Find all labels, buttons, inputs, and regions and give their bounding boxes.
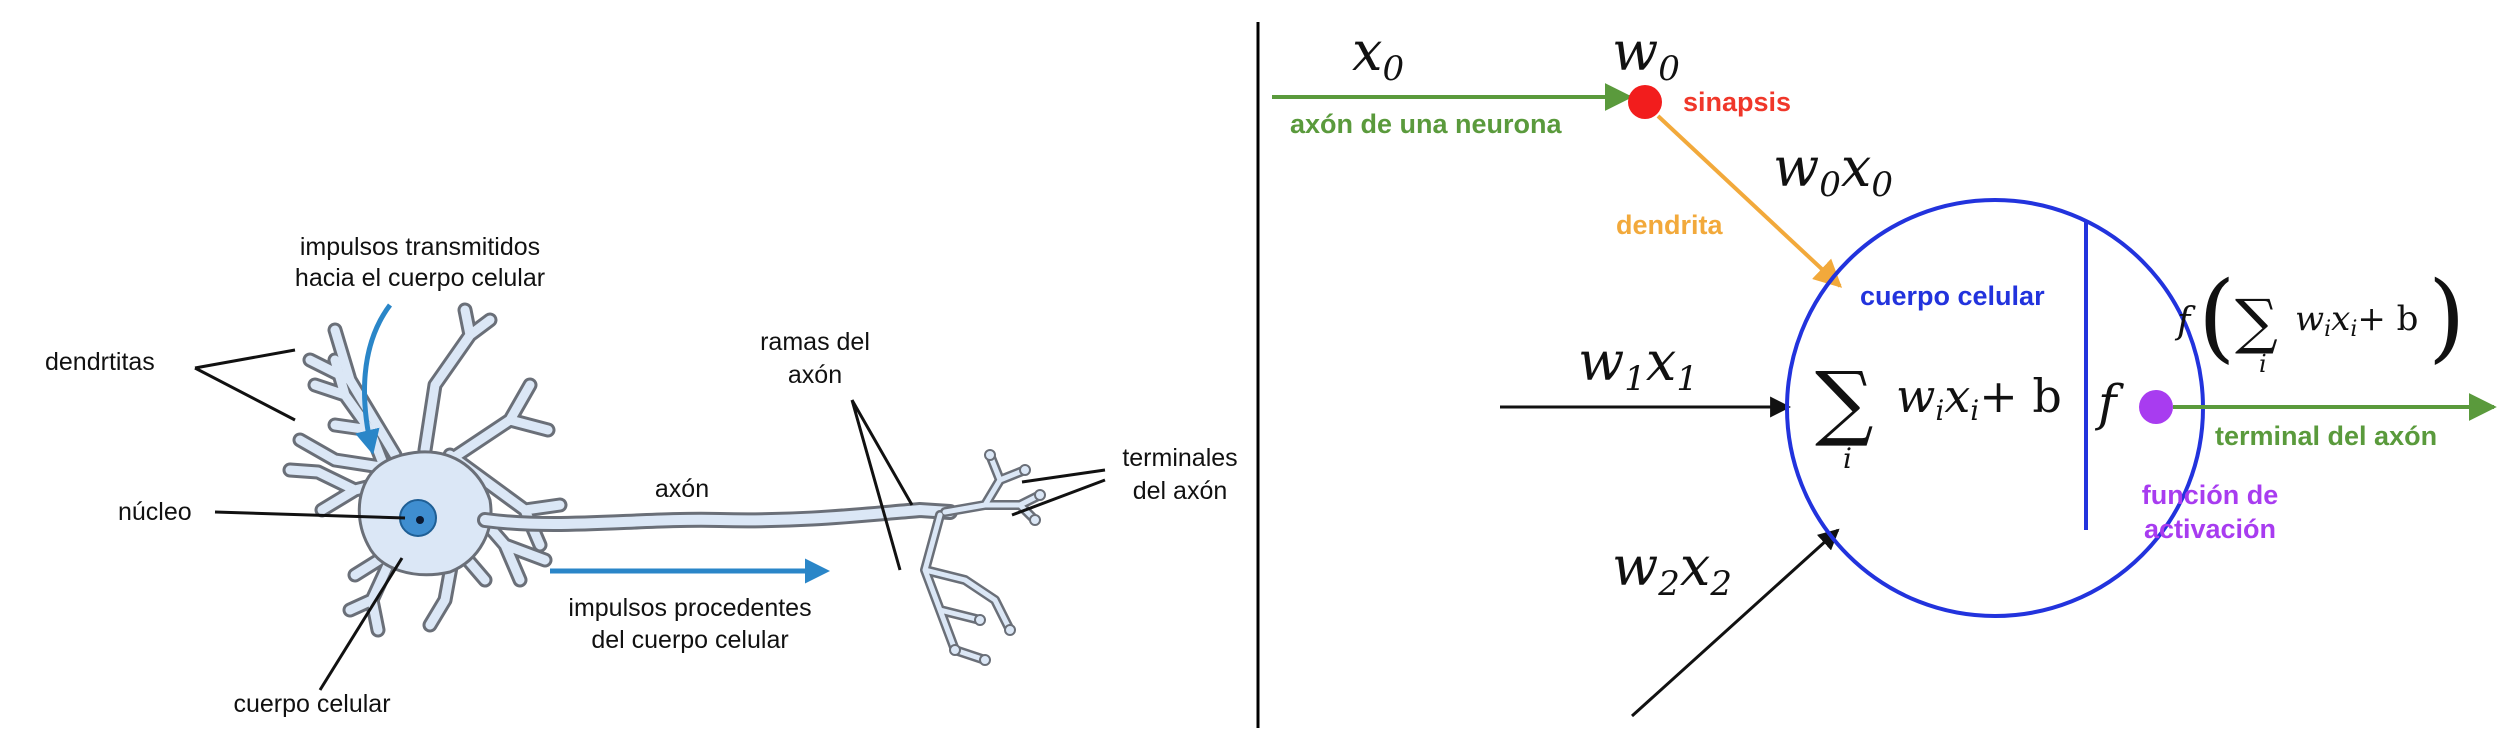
incoming-impulse-arrow [355,303,393,455]
terminal-axon-label: terminal del axón [2215,421,2437,451]
incoming-impulse-label-line2: hacia el cuerpo celular [295,264,545,292]
outgoing-impulse-label-line2: del cuerpo celular [591,626,788,654]
dendrite-label: dendrita [1616,210,1723,240]
dendrite-branches [282,302,568,638]
sum-index: i [1843,442,1852,475]
svg-text:∑: ∑ [2235,287,2278,357]
output-term: wixi+ b [2295,299,2418,342]
cell-body-label: cuerpo celular [1860,281,2045,311]
output-formula: f ( ∑ i wixi+ b ) [2174,261,2465,378]
x0-symbol: x0 [1352,20,1404,89]
w0x0-term: w0x0 [1773,136,1893,205]
synapse-label: sinapsis [1683,87,1791,117]
axon-branches-label-line2: axón [788,361,842,389]
synapse-dot [1628,85,1662,119]
svg-text:f: f [2174,301,2196,342]
activation-f-symbol: f [2094,374,2124,432]
svg-text:i: i [2259,350,2267,378]
axon-terminals-label-line2: del axón [1133,477,1228,505]
incoming-impulse-label-line1: impulsos transmitidos [300,233,540,261]
sum-symbol: ∑ [1815,355,1874,450]
nucleus-label: núcleo [118,498,192,526]
outgoing-impulse-label-line1: impulsos procedentes [568,594,811,622]
biological-neuron: dendrtitas impulsos transmitidos hacia e… [45,233,1238,718]
pointer-lines [194,348,1106,691]
axon-branches-label-line1: ramas del [760,328,870,356]
dendrite-arrow [1656,114,1843,288]
svg-text:(: ( [2198,261,2235,373]
dendrites-label: dendrtitas [45,348,155,376]
nucleolus [416,516,424,524]
cell-body-label: cuerpo celular [233,690,390,718]
axon-terminals-label-line1: terminales [1122,444,1237,472]
axon-label: axón [655,475,709,503]
sum-term: wixi+ b [1896,369,2062,427]
axon-shaft [477,501,958,533]
artificial-neuron: x0 axón de una neurona w0 sinapsis w0x0 … [1272,20,2497,718]
svg-text:): ) [2428,261,2465,373]
activation-dot [2139,390,2173,424]
w2x2-arrow [1630,528,1840,718]
activation-label-line1: función de [2142,480,2279,510]
w2x2-term: w2x2 [1612,535,1732,604]
input-axon-label: axón de una neurona [1290,109,1563,139]
axon-terminals [920,449,1046,666]
w1x1-term: w1x1 [1578,330,1698,399]
w0-symbol: w0 [1612,20,1680,89]
activation-label-line2: activación [2144,514,2276,544]
